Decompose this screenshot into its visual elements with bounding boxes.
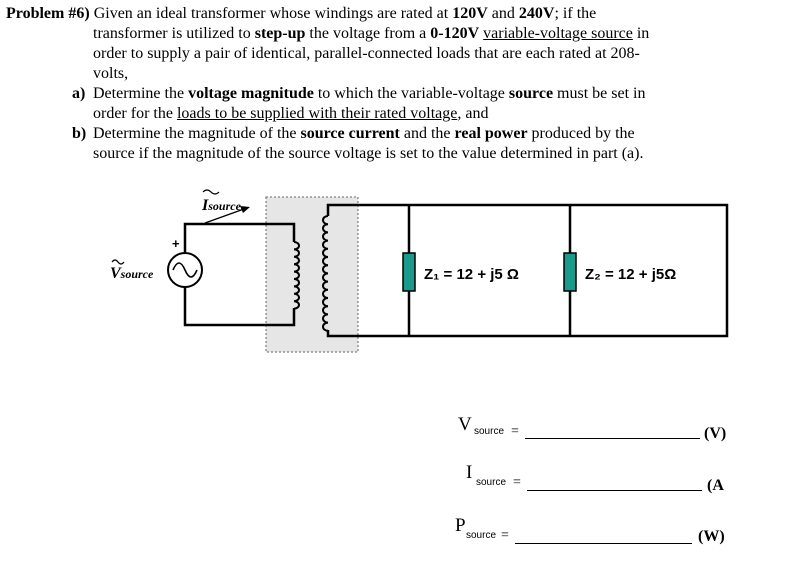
voltage-magnitude-term: voltage magnitude bbox=[188, 85, 314, 102]
part-a-post: must be set in bbox=[553, 85, 646, 102]
v-unit: (V) bbox=[704, 425, 727, 442]
line2-mid: the voltage from a bbox=[305, 25, 431, 42]
i-tilde-icon bbox=[202, 189, 220, 195]
voltage-range: 0-120V bbox=[430, 25, 480, 42]
primary-coil bbox=[293, 241, 300, 310]
i-source-sub: source bbox=[476, 477, 507, 488]
v-source-label: Vsource bbox=[110, 265, 154, 282]
p-source-blank[interactable] bbox=[515, 543, 692, 544]
problem-line-4: volts, bbox=[93, 65, 129, 82]
real-power-term: real power bbox=[454, 125, 528, 142]
i-eq: = bbox=[513, 475, 521, 490]
current-arrow-head bbox=[240, 206, 250, 213]
z1-label: Z₁ = 12 + j5 Ω bbox=[424, 266, 519, 283]
i-source-blank[interactable] bbox=[527, 490, 702, 491]
part-b-pre: Determine the magnitude of the bbox=[93, 125, 301, 142]
transformer-core bbox=[265, 196, 359, 353]
problem-intro-text: Given an ideal transformer whose winding… bbox=[89, 5, 453, 22]
sine-wave-icon bbox=[172, 262, 198, 278]
rating-240v: 240V bbox=[518, 5, 555, 22]
i-source-answer-label: I bbox=[466, 462, 472, 484]
part-b-line-2: source if the magnitude of the source vo… bbox=[93, 145, 644, 162]
v-source-answer-label: V bbox=[458, 414, 472, 436]
rating-120v: 120V bbox=[452, 5, 488, 22]
rated-voltage-phrase: loads to be supplied with their rated vo… bbox=[176, 105, 458, 122]
secondary-wires bbox=[326, 203, 729, 338]
p-source-answer-label: P bbox=[455, 515, 466, 537]
problem-line-3: order to supply a pair of identical, par… bbox=[93, 45, 640, 62]
v-tilde-icon bbox=[111, 259, 125, 265]
part-b-post: produced by the bbox=[527, 125, 635, 142]
i-unit: (A bbox=[707, 477, 724, 494]
primary-top-wire bbox=[183, 222, 296, 253]
part-a-line-2: order for the loads to be supplied with … bbox=[93, 104, 488, 124]
p-source-sub: source bbox=[466, 530, 497, 541]
v-source-sub: source bbox=[474, 426, 505, 437]
secondary-coil bbox=[322, 215, 329, 332]
current-arrow-line bbox=[204, 208, 245, 224]
plus-sign: + bbox=[172, 236, 180, 251]
z1-load bbox=[402, 252, 416, 292]
p-eq: = bbox=[501, 528, 509, 543]
part-a2-pre: order for the bbox=[93, 105, 177, 122]
step-up-term: step-up bbox=[254, 25, 306, 42]
source-term: source bbox=[508, 85, 554, 102]
secondary-loop-wire bbox=[326, 203, 729, 338]
v-letter: V bbox=[458, 414, 472, 435]
p-letter: P bbox=[455, 515, 466, 536]
problem-intro-and: and bbox=[487, 5, 519, 22]
line2-pre: transformer is utilized to bbox=[93, 25, 255, 42]
part-a-pre: Determine the bbox=[93, 85, 189, 102]
part-a2-post: , and bbox=[457, 105, 489, 122]
i-source-label: Isource bbox=[201, 197, 242, 214]
primary-wires bbox=[183, 222, 296, 327]
primary-bottom-wire bbox=[183, 287, 296, 327]
v-source-blank[interactable] bbox=[525, 438, 700, 439]
part-b-line-1: Determine the magnitude of the source cu… bbox=[93, 124, 635, 144]
part-b-label: b) bbox=[72, 125, 87, 142]
v-eq: = bbox=[511, 424, 519, 439]
problem-line-2: transformer is utilized to step-up the v… bbox=[93, 24, 649, 44]
i-letter: I bbox=[466, 462, 473, 483]
source-current-term: source current bbox=[300, 125, 400, 142]
problem-number: Problem #6) bbox=[6, 5, 90, 22]
part-b-mid: and the bbox=[399, 125, 455, 142]
part-a-line-1: Determine the voltage magnitude to which… bbox=[93, 84, 645, 104]
problem-line-1: Problem #6) Given an ideal transformer w… bbox=[6, 4, 596, 24]
z2-label: Z₂ = 12 + j5Ω bbox=[585, 266, 676, 283]
part-a-label: a) bbox=[72, 85, 86, 102]
variable-voltage-source-term: variable-voltage source bbox=[483, 25, 633, 42]
z2-load bbox=[563, 252, 577, 292]
part-a-mid: to which the variable-voltage bbox=[313, 85, 509, 102]
line2-post: in bbox=[632, 25, 650, 42]
p-unit: (W) bbox=[698, 528, 725, 545]
problem-intro-end: ; if the bbox=[554, 5, 597, 22]
